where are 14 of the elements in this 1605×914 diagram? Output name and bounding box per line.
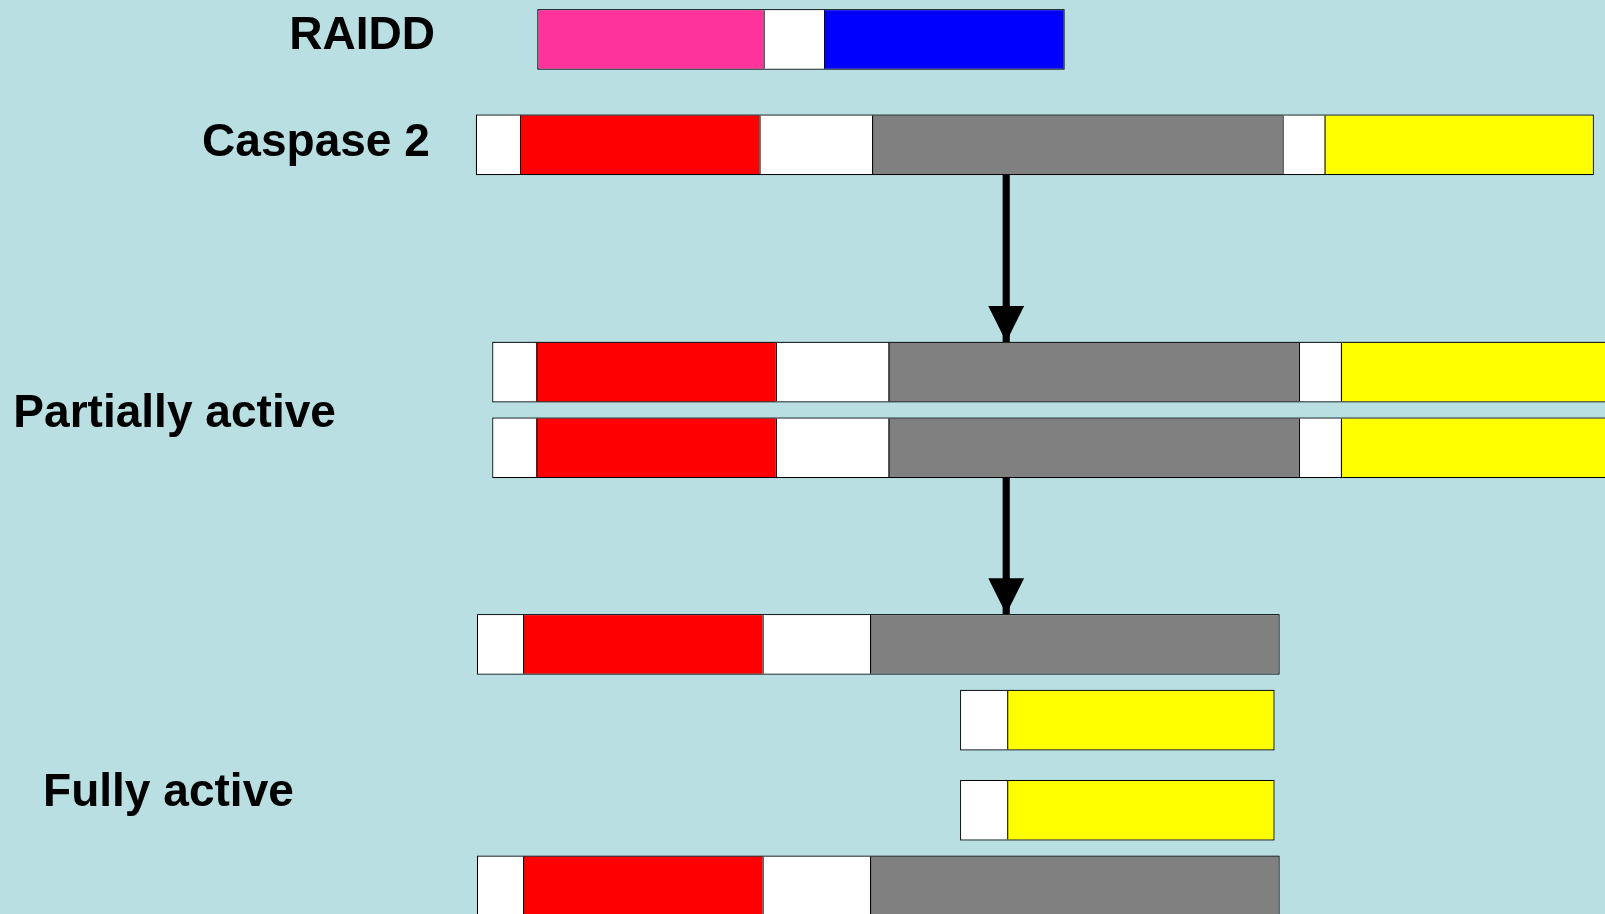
- domain-bar-drawing: [537, 9, 1065, 70]
- domain-bar-drawing: [492, 341, 1605, 403]
- stage-label: RAIDD: [289, 10, 436, 58]
- domain-bar-drawing: [477, 614, 1280, 675]
- domain-bar-drawing: [960, 780, 1275, 841]
- domain-bar-drawing: [492, 417, 1605, 478]
- arrow: [988, 175, 1025, 342]
- domain-bar-drawing: [475, 114, 1594, 176]
- arrow: [988, 478, 1025, 615]
- domain-bar-drawing: [960, 689, 1275, 751]
- stage-label: Partially active: [13, 387, 336, 436]
- stage-label: Fully active: [43, 766, 294, 814]
- stage-label: Caspase 2: [202, 116, 430, 164]
- domain-bar-drawing: [477, 855, 1280, 914]
